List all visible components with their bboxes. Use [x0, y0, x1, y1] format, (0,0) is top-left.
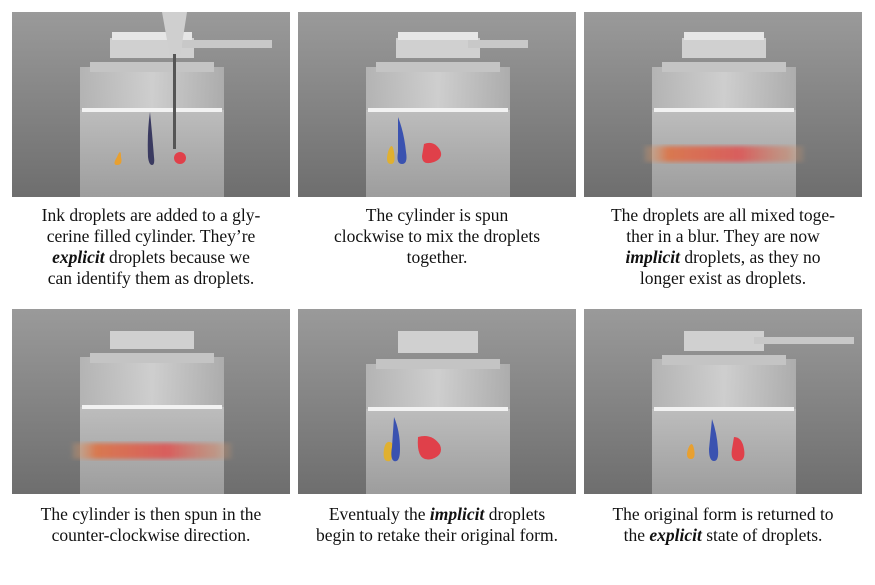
cylinder-photo [584, 12, 862, 197]
caption: The droplets are all mixed toge- ther in… [610, 205, 835, 288]
red-droplet [417, 436, 441, 460]
red-droplet [422, 142, 442, 164]
orange-droplet [114, 152, 122, 165]
blue-droplet [709, 419, 719, 461]
panel-spun-clockwise: The cylinder is spun clockwise to mix th… [298, 12, 576, 268]
orange-droplet [687, 444, 695, 459]
blue-droplet [391, 417, 400, 462]
red-droplet [731, 437, 745, 461]
cylinder-photo [298, 309, 576, 494]
panel-mixed-blur: The droplets are all mixed toge- ther in… [584, 12, 862, 289]
caption: The original form is returned to the exp… [612, 504, 834, 545]
cylinder-photo [12, 12, 290, 197]
panel-droplets-added: Ink droplets are added to a gly- cerine … [12, 12, 290, 289]
blue-droplet [397, 117, 407, 164]
panel-spun-counter-clockwise: The cylinder is then spun in the counter… [12, 309, 290, 546]
cylinder-photo [298, 12, 576, 197]
panel-restored: The original form is returned to the exp… [584, 309, 862, 546]
mixed-ink-band [72, 443, 232, 459]
red-droplet [174, 152, 186, 164]
panel-retaking-form: Eventualy the implicit droplets begin to… [298, 309, 576, 546]
mixed-ink-band [644, 146, 804, 162]
cylinder-photo [584, 309, 862, 494]
cylinder-photo [12, 309, 290, 494]
caption: The cylinder is then spun in the counter… [40, 504, 262, 545]
yellow-droplet [387, 146, 395, 164]
blue-droplet [147, 112, 155, 165]
caption: Eventualy the implicit droplets begin to… [315, 504, 558, 545]
caption: Ink droplets are added to a gly- cerine … [41, 205, 261, 288]
caption: The cylinder is spun clockwise to mix th… [333, 205, 541, 267]
yellow-droplet [383, 441, 394, 462]
